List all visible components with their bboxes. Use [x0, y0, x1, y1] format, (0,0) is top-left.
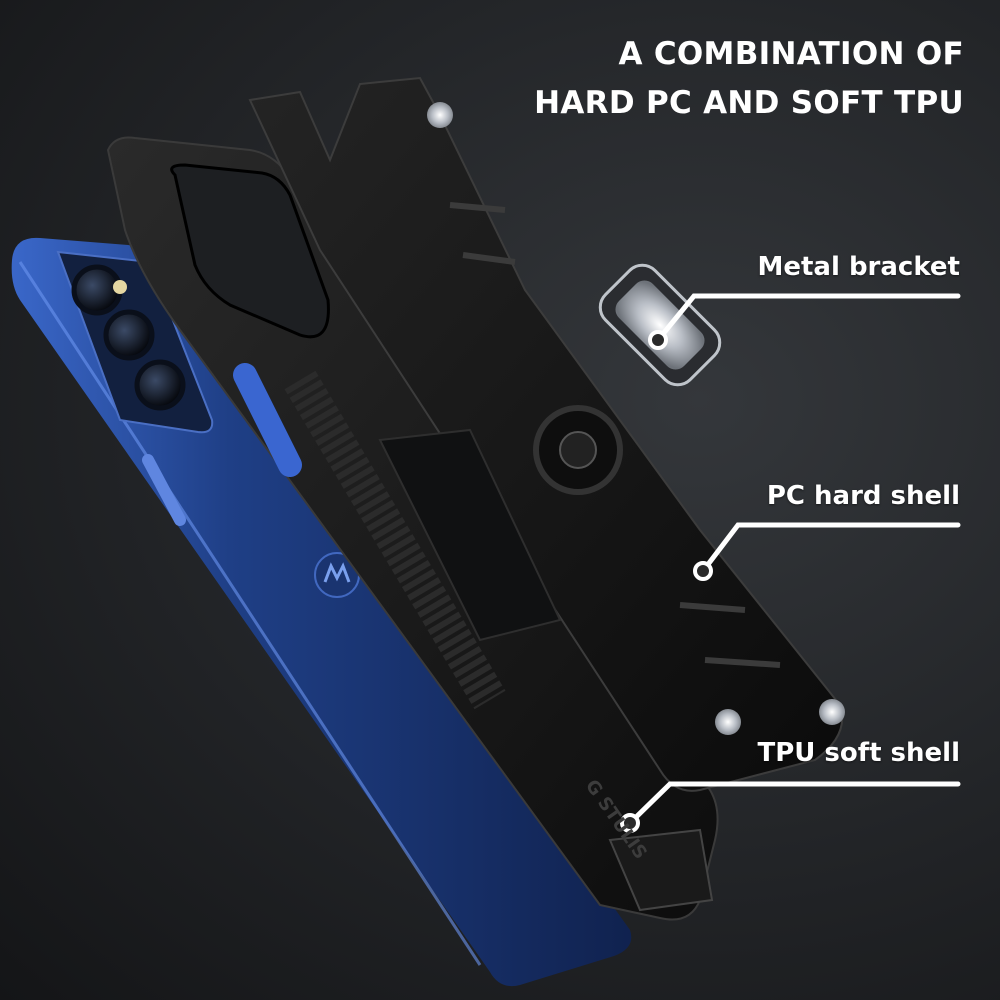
screw-icon [819, 699, 845, 725]
camera-cutout [170, 163, 330, 339]
callout-line-metal [655, 293, 961, 343]
phone-edge-highlight [18, 261, 482, 966]
callout-lines [620, 293, 961, 833]
camera-lens [134, 359, 186, 411]
bumper-bottom [608, 828, 714, 912]
camera-lens [71, 264, 123, 316]
callout-dot [648, 330, 668, 350]
camera-module [56, 250, 214, 434]
slot-bar [462, 252, 516, 265]
tpu-shell-body [106, 136, 719, 921]
callout-pc-hard-shell: PC hard shell [766, 481, 960, 511]
screw-icon [427, 102, 453, 128]
callout-metal-bracket: Metal bracket [757, 252, 961, 282]
camera-flash [113, 280, 127, 294]
slot-bar [449, 202, 506, 213]
tpu-soft-shell [106, 136, 719, 921]
callout-tpu-soft-shell: TPU soft shell [757, 738, 960, 768]
ring-mount [533, 405, 623, 495]
grip-texture [284, 370, 506, 710]
brand-logo-icon [314, 552, 360, 598]
headline-line-1: A COMBINATION OF [618, 36, 964, 72]
headline-line-2: HARD PC AND SOFT TPU [534, 85, 964, 121]
headline: A COMBINATION OF HARD PC AND SOFT TPU [534, 30, 964, 128]
callout-dot [693, 561, 713, 581]
slot-bar [704, 657, 781, 668]
slot-bar [679, 602, 746, 613]
side-button [142, 454, 186, 526]
callout-line-tpu [627, 781, 961, 826]
callout-line-pc [700, 522, 961, 574]
button-cover [233, 363, 302, 477]
metal-bracket [598, 263, 722, 387]
callout-dot [620, 813, 640, 833]
pc-shell-window [378, 428, 562, 642]
camera-lens [103, 309, 155, 361]
phone [11, 237, 632, 987]
screw-icon [715, 709, 741, 735]
